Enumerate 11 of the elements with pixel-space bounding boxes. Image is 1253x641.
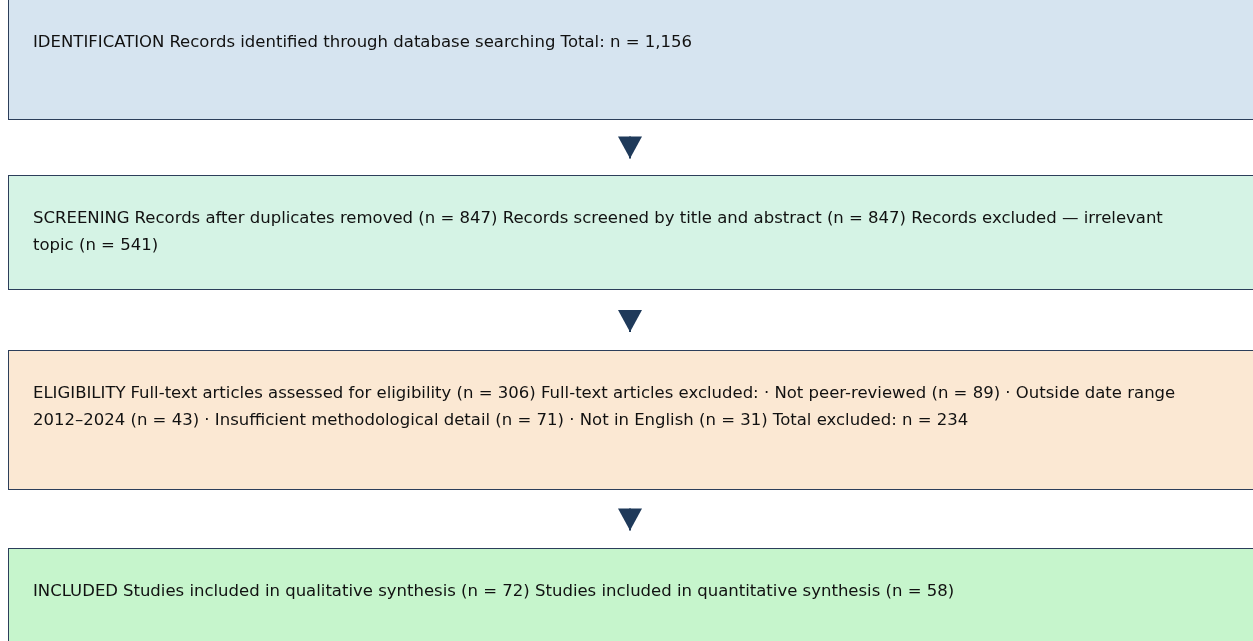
down-arrow: [618, 309, 642, 333]
down-arrow: [618, 507, 642, 532]
stage-text: ELIGIBILITY Full-text articles assessed for eligibility (n = 306) Full-text articles excluded: · Not peer-reviewed (n = 89) · Outside date range 2012–2024 (n = 43) · Insufficient methodological detail (n = 71) · Not in English (n = 31) Total excluded: n = 234: [33, 382, 1177, 431]
stage-box: [8, 548, 1253, 641]
stage-box: [8, 0, 1253, 120]
stage-box: [8, 350, 1253, 490]
down-arrow: [618, 135, 642, 160]
stage-text: SCREENING Records after duplicates removed (n = 847) Records screened by title and abstract (n = 847) Records excluded — irrelevant topic (n = 541): [33, 207, 1164, 256]
stage-box: [8, 175, 1253, 290]
stage-text: IDENTIFICATION Records identified through database searching Total: n = 1,156: [33, 31, 693, 53]
stage-text: INCLUDED Studies included in qualitative synthesis (n = 72) Studies included in quantitative synthesis (n = 58): [33, 580, 956, 602]
